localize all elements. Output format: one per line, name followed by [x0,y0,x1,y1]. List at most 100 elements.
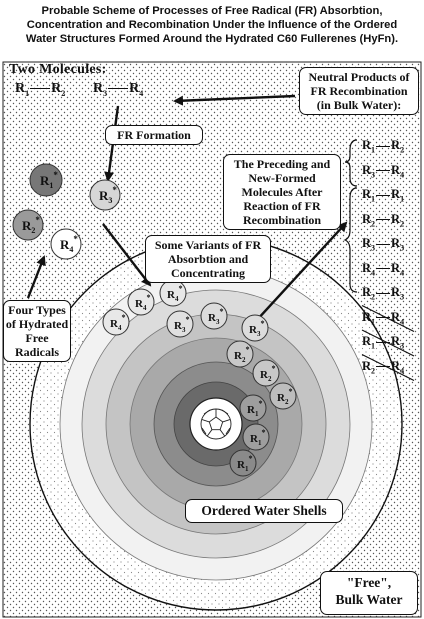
radical-circle [50,228,82,260]
shell-radical-6: R3* [241,314,269,342]
bond-line [376,145,391,147]
bond-line [376,243,391,245]
fr-formation-box: FR Formation [105,125,203,145]
product-index-b: 3 [400,341,405,351]
free-water-line-2: Bulk Water [335,592,403,607]
cross-out-line [361,304,415,333]
radical-circle [29,163,63,197]
radical-circle [226,340,254,368]
shell-radical-4: R3* [166,310,194,338]
shell-radicals-group: R4*R4*R4*R3*R3*R3*R2*R2*R2*R1*R1*R1* [102,279,297,477]
molecule-1-b-index: 2 [61,88,66,98]
radical-circle [241,314,269,342]
cross-out-line [361,329,415,357]
product-index-b: 4 [400,170,405,179]
product-index-a: 1 [371,194,376,204]
radical-circle [252,359,280,387]
shell-radical-5: R3* [200,302,228,330]
neutral-products-line-1: Neutral Products of [308,70,410,84]
shell-radical-1: R4* [127,288,155,316]
variants-line-1: Some Variants of FR [154,238,262,252]
product-index-a: 1 [371,145,376,155]
four-types-box: Four Types of Hydrated Free Radicals [3,300,71,362]
radical-circle [12,209,44,241]
bond-line [376,292,391,294]
four-types-line-1: Four Types [8,303,66,317]
radical-circle [89,179,121,211]
preceding-line-1: The Preceding and [233,157,331,171]
title-line-2: Concentration and Recombination Under th… [26,19,398,31]
free-bulk-water-box: "Free", Bulk Water [320,571,418,615]
molecule-1-a-index: 1 [25,88,30,98]
product-index-a: 3 [371,243,376,253]
arrow-four-types [26,255,46,299]
bond-line [376,268,391,270]
fullerene-core [189,397,243,451]
title-line-3: Water Structures Formed Around the Hydra… [25,33,399,45]
bond-line [376,366,391,368]
radical-circle [239,394,267,422]
product-index-b: 4 [400,268,405,277]
radical-circle [269,382,297,410]
product-index-b: 2 [400,145,405,155]
cross-out-line [361,353,415,382]
product-index-b: 3 [400,292,405,302]
neutral-products-box: Neutral Products of FR Recombination (in… [299,67,419,115]
bond-line [30,88,51,90]
c60-fullerene-icon [200,408,232,440]
two-molecules-label: Two Molecules: [9,62,107,77]
molecule-2-a-index: 3 [103,88,108,98]
product-index-a: 2 [371,292,376,302]
radical-circle [166,310,194,338]
shell-radical-12: R1* [229,449,257,477]
molecule-2-b-index: 4 [139,88,144,98]
neutral-products-line-3: (in Bulk Water): [316,98,402,112]
title-line-1: Probable Scheme of Processes of Free Rad… [41,5,383,17]
shell-radical-7: R2* [226,340,254,368]
variants-line-2: Absorbtion and [167,252,249,266]
shell-radical-2: R4* [159,279,187,307]
product-index-a: 4 [371,268,376,277]
four-types-line-2: of Hydrated [5,317,69,331]
product-index-a: 2 [371,219,376,228]
product-index-b: 3 [400,243,405,253]
product-index-b: 4 [400,317,405,326]
arrow-to-variants [102,223,152,287]
radical-circle [102,308,130,336]
free-radicals-group: R1*R3*R2*R4* [12,163,121,260]
free-radical-4: R4* [50,228,82,260]
product-cross-lines [361,304,415,382]
shell-radical-3: R4* [102,308,130,336]
diagram-title: Probable Scheme of Processes of Free Rad… [0,4,424,46]
shell-radical-9: R2* [269,382,297,410]
shell-radical-8: R2* [252,359,280,387]
product-index-a: 1 [371,317,376,326]
product-brace-bottom [343,187,358,293]
four-types-line-4: Radicals [14,345,59,359]
arrow-to-preceding [244,221,348,334]
radical-circle [229,449,257,477]
four-types-line-3: Free [25,331,49,345]
preceding-line-4: Reaction of FR [243,199,321,213]
preceding-line-3: Molecules After [241,185,323,199]
product-index-a: 3 [371,170,376,179]
preceding-line-5: Recombination [243,213,321,227]
radical-circle [200,302,228,330]
radical-circle [127,288,155,316]
radical-circle [242,423,270,451]
product-index-b: 4 [400,366,405,375]
product-index-a: 1 [371,341,376,351]
neutral-products-line-2: FR Recombination [310,84,408,98]
